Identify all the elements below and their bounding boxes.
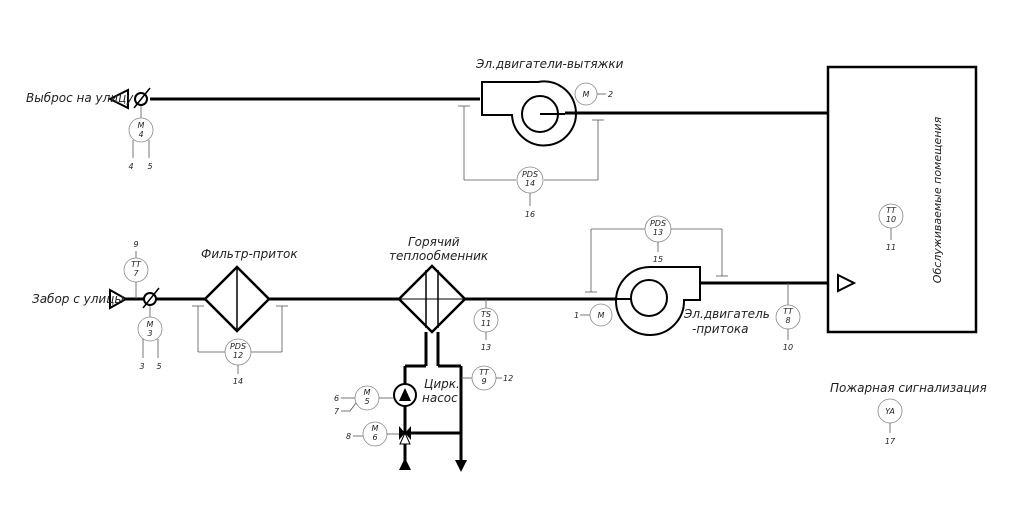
svg-text:9: 9 — [481, 377, 486, 386]
circulation-pump — [393, 383, 417, 407]
supply-motor-label-2: -притока — [692, 322, 749, 336]
filter-label: Фильтр-приток — [201, 247, 298, 261]
svg-text:8: 8 — [346, 432, 351, 441]
svg-text:PDS: PDS — [522, 170, 538, 179]
hot-exchanger-label-2: теплообменник — [389, 249, 489, 263]
exhaust-outlet-arrow — [107, 88, 129, 110]
pressure-switch-pds13: PDS 13 15 — [585, 215, 728, 293]
fire-alarm-ya: YA 17 — [877, 398, 903, 446]
svg-text:5: 5 — [364, 397, 369, 406]
svg-text:14: 14 — [525, 179, 535, 188]
damper-motor-m3: M 3 3 5 — [137, 306, 163, 371]
hot-heat-exchanger — [397, 264, 467, 334]
pressure-switch-pds12: PDS 12 14 — [192, 305, 288, 386]
svg-text:10: 10 — [886, 215, 896, 224]
svg-text:6: 6 — [372, 433, 377, 442]
svg-text:5: 5 — [156, 362, 161, 371]
exhaust-fan — [481, 80, 577, 147]
supply-damper — [142, 287, 160, 309]
water-in-arrow — [399, 458, 411, 470]
supply-line — [109, 273, 857, 310]
exhaust-motors-label: Эл.двигатели-вытяжки — [475, 57, 624, 71]
exhaust-damper — [133, 87, 151, 109]
svg-text:16: 16 — [525, 210, 535, 219]
svg-text:14: 14 — [233, 377, 243, 386]
svg-text:3: 3 — [147, 329, 152, 338]
svg-text:5: 5 — [147, 162, 152, 171]
svg-text:TT: TT — [479, 368, 490, 377]
svg-text:11: 11 — [886, 243, 896, 252]
supply-fan — [615, 266, 701, 336]
pump-motor-m5: 6 7 M 5 — [334, 385, 394, 416]
valve-motor-m6: 8 M 6 — [346, 421, 399, 447]
exhaust-motor-m2: M 2 — [574, 82, 613, 106]
svg-text:7: 7 — [133, 269, 139, 278]
served-rooms-box: Обслуживаемые помещения — [826, 65, 978, 334]
svg-text:M: M — [364, 388, 371, 397]
svg-text:17: 17 — [885, 437, 896, 446]
svg-text:M: M — [583, 90, 590, 99]
temperature-transmitter-tt8: TT 8 10 — [775, 283, 801, 352]
svg-text:YA: YA — [885, 407, 895, 416]
supply-motor-m1: 1 M — [574, 303, 613, 327]
svg-text:9: 9 — [133, 240, 138, 249]
pump-label-1: Цирк. — [424, 377, 460, 391]
svg-text:8: 8 — [785, 316, 790, 325]
svg-text:1: 1 — [574, 311, 579, 320]
svg-text:M: M — [138, 121, 145, 130]
svg-text:M: M — [147, 320, 154, 329]
svg-text:PDS: PDS — [650, 219, 666, 228]
discharge-label: Выброс на улицу — [26, 91, 134, 105]
temperature-transmitter-tt9: TT 9 12 — [461, 365, 513, 391]
svg-text:M: M — [372, 424, 379, 433]
supply-motor-label-1: Эл.двигатель — [683, 307, 770, 321]
pump-label-2: насос — [422, 391, 458, 405]
svg-text:TS: TS — [481, 310, 491, 319]
svg-text:12: 12 — [233, 351, 243, 360]
svg-text:6: 6 — [334, 394, 339, 403]
svg-text:TT: TT — [783, 307, 794, 316]
exhaust-line — [107, 87, 855, 123]
svg-text:PDS: PDS — [230, 342, 246, 351]
hot-exchanger-label-1: Горячий — [408, 235, 460, 249]
intake-label: Забор с улицы — [32, 292, 124, 306]
supply-filter — [203, 265, 271, 333]
svg-text:3: 3 — [139, 362, 144, 371]
temperature-transmitter-tt10: TT 10 11 — [878, 203, 904, 252]
svg-text:13: 13 — [481, 343, 491, 352]
svg-text:M: M — [598, 311, 605, 320]
supply-outlet-arrow — [837, 273, 857, 293]
svg-text:15: 15 — [653, 255, 663, 264]
intake-arrow — [109, 288, 129, 310]
temperature-switch-ts11: TS 11 13 — [473, 299, 499, 352]
svg-text:11: 11 — [481, 319, 491, 328]
fire-alarm-label: Пожарная сигнализация — [830, 381, 987, 395]
damper-motor-m4: M 4 4 5 — [128, 106, 154, 171]
svg-text:7: 7 — [334, 407, 340, 416]
water-out-arrow — [455, 460, 467, 472]
svg-text:2: 2 — [608, 90, 613, 99]
svg-text:TT: TT — [131, 260, 142, 269]
svg-text:TT: TT — [886, 206, 897, 215]
pressure-switch-pds14: PDS 14 16 — [458, 105, 604, 219]
svg-text:12: 12 — [503, 374, 513, 383]
temperature-transmitter-tt7: 9 TT 7 — [123, 240, 149, 299]
svg-text:10: 10 — [783, 343, 793, 352]
svg-text:4: 4 — [128, 162, 133, 171]
served-rooms-label: Обслуживаемые помещения — [931, 116, 944, 283]
svg-text:13: 13 — [653, 228, 663, 237]
three-way-valve — [399, 426, 411, 445]
svg-text:4: 4 — [138, 130, 143, 139]
